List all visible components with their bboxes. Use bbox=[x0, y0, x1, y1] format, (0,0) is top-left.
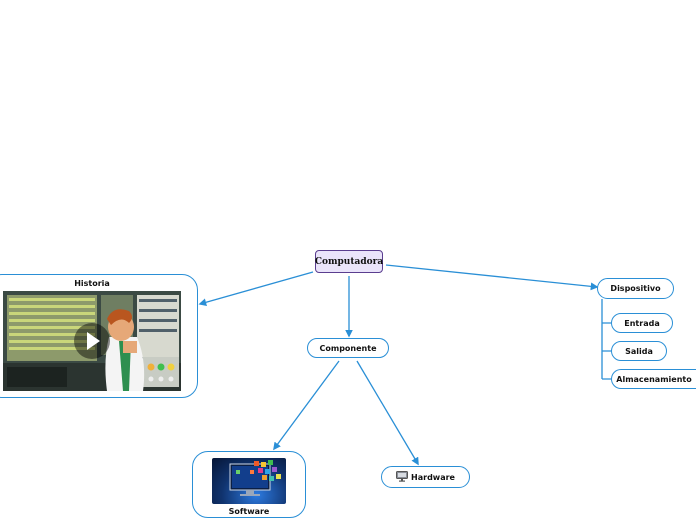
root-node-computadora[interactable]: Computadora bbox=[315, 250, 383, 273]
historia-video-illustration bbox=[3, 291, 181, 391]
historia-video-thumbnail[interactable] bbox=[3, 291, 181, 391]
dispositivo-label: Dispositivo bbox=[610, 284, 660, 293]
software-image bbox=[212, 458, 286, 504]
entrada-label: Entrada bbox=[624, 319, 659, 328]
subtopic-almacenamiento[interactable]: Almacenamiento bbox=[611, 369, 696, 389]
topic-software[interactable]: Software bbox=[192, 451, 306, 518]
historia-label: Historia bbox=[74, 279, 110, 288]
root-label: Computadora bbox=[315, 257, 383, 267]
topic-hardware[interactable]: Hardware bbox=[381, 466, 470, 488]
software-illustration bbox=[212, 458, 286, 504]
connector-componente-hardware bbox=[357, 361, 418, 464]
subtopic-entrada[interactable]: Entrada bbox=[611, 313, 673, 333]
topic-componente[interactable]: Componente bbox=[307, 338, 389, 358]
salida-label: Salida bbox=[625, 347, 653, 356]
connector-dispositivo-children bbox=[602, 299, 611, 379]
hardware-label: Hardware bbox=[411, 473, 455, 482]
connector-root-historia bbox=[200, 272, 313, 304]
componente-label: Componente bbox=[320, 344, 377, 353]
connector-componente-software bbox=[274, 361, 339, 449]
almacenamiento-label: Almacenamiento bbox=[616, 375, 691, 384]
monitor-icon bbox=[396, 471, 408, 484]
connector-root-dispositivo bbox=[386, 265, 597, 287]
subtopic-salida[interactable]: Salida bbox=[611, 341, 667, 361]
topic-historia[interactable]: Historia bbox=[0, 274, 198, 398]
topic-dispositivo[interactable]: Dispositivo bbox=[597, 278, 674, 299]
software-label: Software bbox=[229, 507, 270, 516]
